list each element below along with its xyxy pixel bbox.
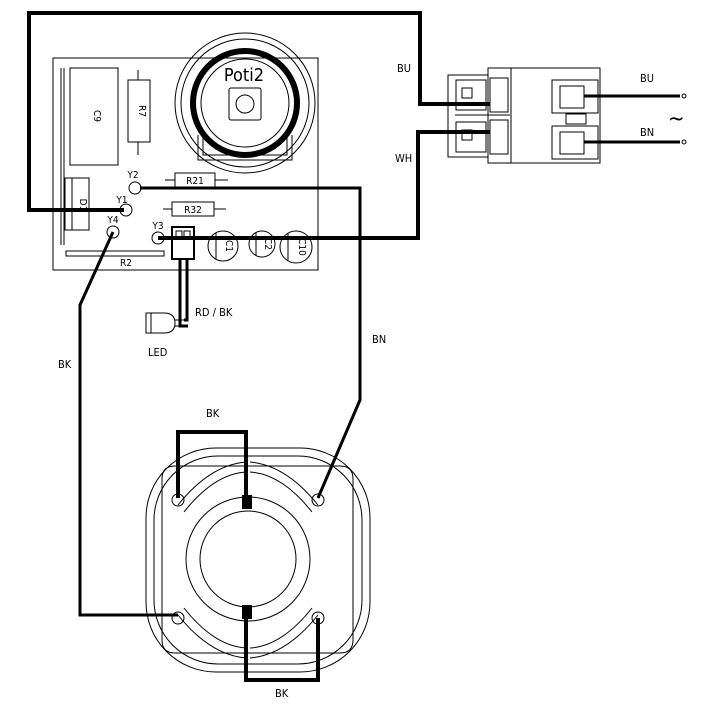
terminal-bottom (242, 605, 252, 619)
svg-text:Y1: Y1 (115, 195, 127, 206)
label-bk-top: BK (206, 407, 220, 420)
label-bn-right: BN (640, 126, 654, 139)
svg-text:C1: C1 (223, 240, 234, 252)
label-r32: R32 (184, 205, 202, 216)
svg-text:Y4: Y4 (106, 215, 118, 226)
capacitor-c9 (69, 67, 119, 166)
diode-d1 (64, 177, 90, 231)
mains-switch (447, 67, 601, 164)
label-r7: R7 (136, 105, 147, 117)
svg-text:Y3: Y3 (151, 221, 163, 232)
label-d1: D1 (77, 199, 88, 212)
mains-symbol: ~ (668, 107, 685, 132)
wires (27, 11, 687, 682)
wire-bk-top (176, 430, 248, 498)
solder-point-y2 (128, 181, 142, 195)
capacitor-c2: C2 (248, 230, 276, 258)
wire-bk-bottom (244, 618, 320, 682)
capacitor-c1: C1 (207, 230, 239, 262)
wire-wh (158, 130, 490, 240)
led-connector (171, 226, 195, 260)
svg-text:Y2: Y2 (126, 170, 138, 181)
label-led: LED (148, 346, 168, 359)
capacitor-c10: C10 (279, 230, 313, 264)
label-bk-left: BK (58, 358, 72, 371)
resistor-r7 (127, 79, 151, 143)
label-poti2: Poti2 (224, 65, 264, 86)
wire-bk-left (78, 231, 178, 617)
circuit-board: C9 R7 Poti2 D1 R21 R32 (52, 32, 319, 271)
label-bu-left: BU (397, 62, 411, 75)
wire-bn-motor (140, 186, 362, 499)
label-wh: WH (395, 152, 412, 165)
solder-point-y4 (106, 225, 120, 239)
wire-led-b (178, 259, 188, 328)
label-r2: R2 (120, 258, 132, 269)
label-c9: C9 (91, 110, 102, 122)
svg-text:C2: C2 (262, 238, 273, 250)
wire-labels: BU WH BU BN ~ BN BK BK BK RD / BK LED (58, 62, 685, 700)
terminal-top (242, 495, 252, 509)
label-bu-right: BU (640, 72, 654, 85)
wire-bu-top (27, 11, 490, 212)
label-bk-bottom: BK (275, 687, 289, 700)
svg-text:C10: C10 (296, 238, 307, 256)
wire-led-a (184, 259, 189, 322)
led-lamp (145, 312, 188, 334)
resistor-r2 (65, 250, 165, 257)
label-rd-bk: RD / BK (195, 306, 233, 319)
potentiometer: Poti2 (174, 32, 316, 174)
label-r21: R21 (186, 176, 204, 187)
label-bn-long: BN (372, 333, 386, 346)
